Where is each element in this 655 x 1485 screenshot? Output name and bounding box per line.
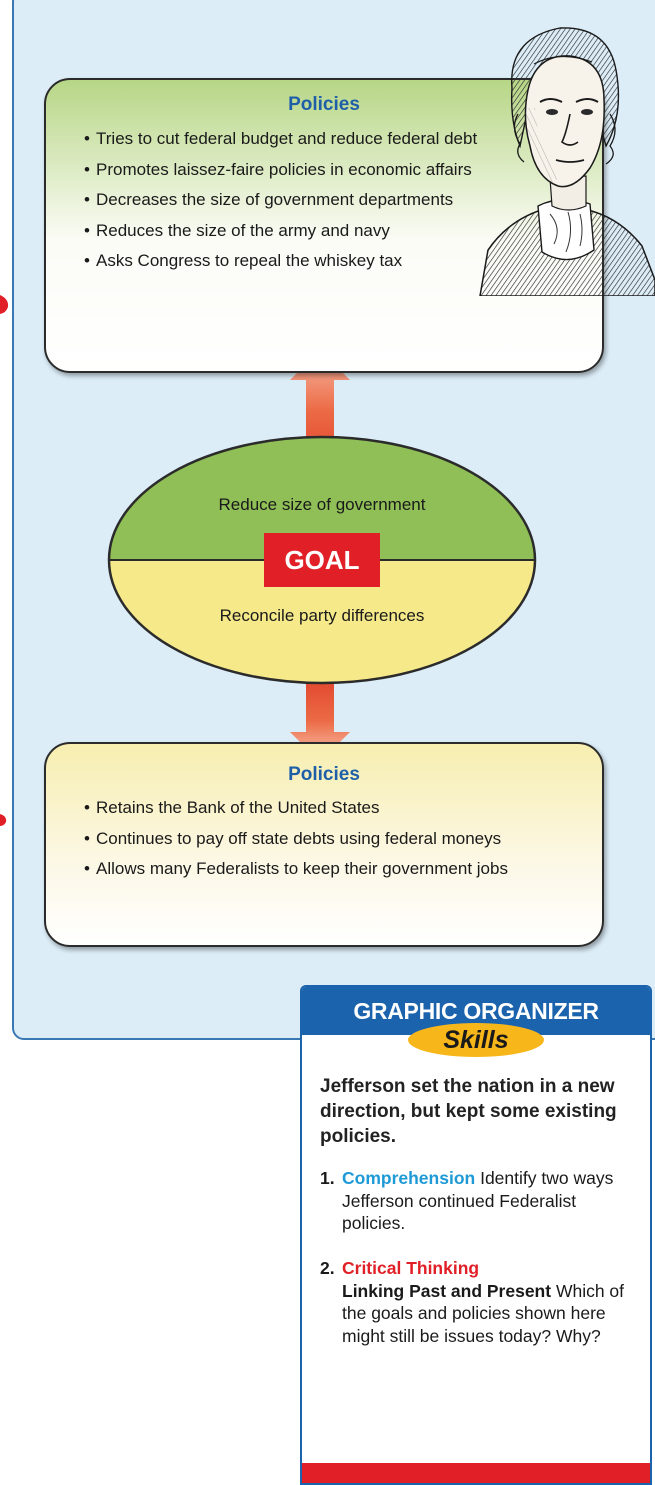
red-margin-mark-bottom	[0, 814, 7, 826]
goal-badge: GOAL	[264, 533, 380, 587]
list-item: Retains the Bank of the United States	[84, 797, 554, 819]
question-number: 1.	[320, 1168, 335, 1188]
list-item: Continues to pay off state debts using f…	[84, 828, 554, 850]
top-policy-list: Tries to cut federal budget and reduce f…	[84, 128, 484, 281]
question-1-text: Identify two ways Jefferson continued Fe…	[342, 1168, 614, 1233]
question-1: 1. Comprehension Identify two ways Jeffe…	[320, 1167, 642, 1235]
organizer-intro: Jefferson set the nation in a new direct…	[320, 1076, 617, 1147]
skills-badge: Skills	[408, 1023, 544, 1057]
question-2-subheading: Linking Past and Present	[342, 1280, 552, 1301]
list-item: Decreases the size of government departm…	[84, 189, 484, 211]
list-item: Asks Congress to repeal the whiskey tax	[84, 250, 484, 272]
organizer-footer-bar	[302, 1463, 650, 1483]
question-2-text: Which of the goals and policies shown he…	[342, 1280, 625, 1346]
graphic-organizer-skills-box: GRAPHIC ORGANIZER Skills Jefferson set t…	[300, 985, 652, 1485]
list-item: Promotes laissez-faire policies in econo…	[84, 159, 484, 181]
federalist-change-policies-box: Policies Tries to cut federal budget and…	[44, 78, 604, 373]
top-box-title: Policies	[288, 94, 360, 115]
down-arrow-icon	[290, 670, 350, 762]
jefferson-portrait-icon	[479, 27, 655, 296]
federalist-continuation-policies-box: Policies Retains the Bank of the United …	[44, 742, 604, 947]
red-margin-mark-top	[0, 295, 9, 314]
goal-upper-text: Reduce size of government	[218, 495, 426, 514]
bottom-policy-list: Retains the Bank of the United States Co…	[84, 797, 554, 889]
list-item: Tries to cut federal budget and reduce f…	[84, 128, 484, 150]
bottom-box-title: Policies	[288, 764, 360, 785]
up-arrow-icon	[290, 350, 350, 472]
list-item: Allows many Federalists to keep their go…	[84, 858, 554, 880]
question-number: 2.	[320, 1258, 335, 1278]
question-1-label: Comprehension	[342, 1168, 476, 1188]
list-item: Reduces the size of the army and navy	[84, 220, 484, 242]
goal-lower-text: Reconcile party differences	[219, 606, 425, 625]
question-2-label: Critical Thinking	[342, 1258, 480, 1278]
